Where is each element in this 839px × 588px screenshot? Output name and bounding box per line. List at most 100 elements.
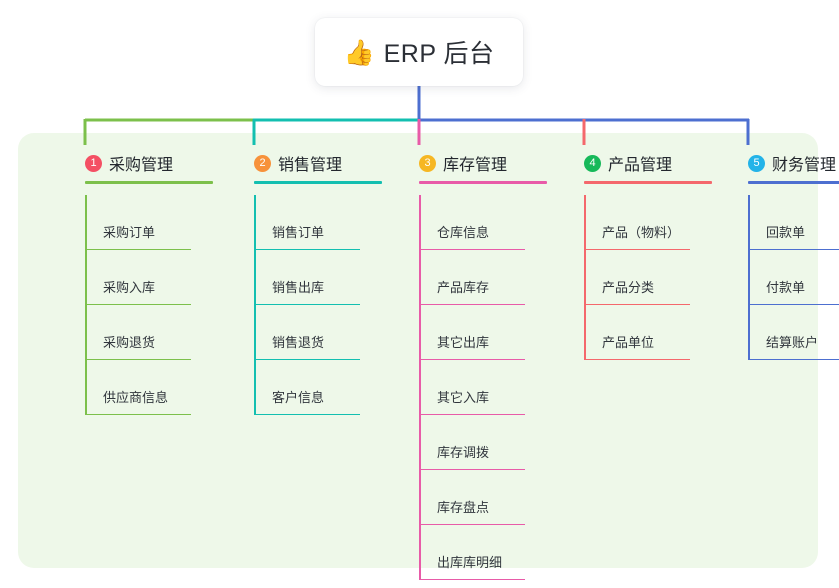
list-item[interactable]: 库存盘点	[401, 470, 561, 525]
list-item-rule	[748, 358, 839, 360]
list-item-rule	[419, 358, 525, 360]
item-connector	[419, 415, 421, 470]
list-item-label: 产品单位	[602, 335, 655, 350]
list-item-rule	[419, 248, 525, 250]
list-item-rule	[584, 303, 690, 305]
item-connector	[85, 195, 87, 250]
item-connector	[419, 250, 421, 305]
item-connector	[748, 305, 750, 360]
list-item-label: 其它出库	[437, 335, 490, 350]
list-item-rule	[254, 248, 360, 250]
columns-panel	[18, 133, 818, 568]
column-销售管理: 2 销售管理销售订单销售出库销售退货客户信息	[236, 145, 396, 415]
list-item-rule	[419, 578, 525, 580]
list-item-rule	[419, 523, 525, 525]
list-item-rule	[254, 413, 360, 415]
list-item-rule	[85, 413, 191, 415]
list-item-rule	[419, 413, 525, 415]
list-item[interactable]: 库存调拨	[401, 415, 561, 470]
column-title: 产品管理	[608, 157, 673, 174]
list-item[interactable]: 付款单	[730, 250, 839, 305]
list-item[interactable]: 产品分类	[566, 250, 726, 305]
root-node[interactable]: 👍 ERP 后台	[315, 18, 523, 86]
column-items: 产品（物料） 产品分类产品单位	[566, 195, 726, 360]
list-item-label: 销售订单	[272, 225, 325, 240]
list-item-rule	[584, 358, 690, 360]
column-产品管理: 4 产品管理产品（物料） 产品分类产品单位	[566, 145, 726, 360]
item-connector	[419, 360, 421, 415]
list-item[interactable]: 客户信息	[236, 360, 396, 415]
column-header-4[interactable]: 4 产品管理	[566, 145, 726, 184]
list-item[interactable]: 采购订单	[67, 195, 227, 250]
item-connector	[748, 250, 750, 305]
column-header-2[interactable]: 2 销售管理	[236, 145, 396, 184]
list-item[interactable]: 产品（物料）	[566, 195, 726, 250]
list-item[interactable]: 其它出库	[401, 305, 561, 360]
column-badge-1: 1	[85, 154, 102, 172]
column-badge-2: 2	[254, 154, 271, 172]
thumbs-up-icon: 👍	[343, 37, 375, 67]
list-item-rule	[254, 303, 360, 305]
column-title: 财务管理	[772, 157, 837, 174]
item-connector	[85, 250, 87, 305]
column-items: 销售订单销售出库销售退货客户信息	[236, 195, 396, 415]
list-item-label: 其它入库	[437, 390, 490, 405]
item-connector	[254, 250, 256, 305]
list-item-label: 仓库信息	[437, 225, 490, 240]
list-item[interactable]: 采购入库	[67, 250, 227, 305]
list-item[interactable]: 回款单	[730, 195, 839, 250]
list-item[interactable]: 销售出库	[236, 250, 396, 305]
column-items: 回款单付款单结算账户	[730, 195, 839, 360]
item-connector	[254, 360, 256, 415]
item-connector	[419, 525, 421, 580]
list-item[interactable]: 产品库存	[401, 250, 561, 305]
list-item-label: 库存盘点	[437, 500, 490, 515]
list-item-label: 产品库存	[437, 280, 490, 295]
column-title: 销售管理	[278, 157, 343, 174]
list-item-label: 供应商信息	[103, 390, 169, 405]
list-item-label: 采购订单	[103, 225, 156, 240]
item-connector	[584, 250, 586, 305]
list-item-label: 采购退货	[103, 335, 156, 350]
list-item[interactable]: 仓库信息	[401, 195, 561, 250]
list-item-label: 产品分类	[602, 280, 655, 295]
item-connector	[748, 195, 750, 250]
list-item-rule	[85, 303, 191, 305]
list-item[interactable]: 销售订单	[236, 195, 396, 250]
list-item[interactable]: 销售退货	[236, 305, 396, 360]
list-item[interactable]: 供应商信息	[67, 360, 227, 415]
list-item[interactable]: 采购退货	[67, 305, 227, 360]
item-connector	[584, 195, 586, 250]
list-item-label: 回款单	[766, 225, 806, 240]
list-item-rule	[85, 358, 191, 360]
list-item[interactable]: 结算账户	[730, 305, 839, 360]
column-badge-4: 4	[584, 154, 601, 172]
list-item-label: 销售退货	[272, 335, 325, 350]
list-item-rule	[85, 248, 191, 250]
column-header-rule	[584, 181, 712, 184]
list-item-label: 结算账户	[766, 335, 819, 350]
list-item-label: 客户信息	[272, 390, 325, 405]
list-item[interactable]: 产品单位	[566, 305, 726, 360]
column-header-rule	[419, 181, 547, 184]
item-connector	[254, 195, 256, 250]
list-item-label: 销售出库	[272, 280, 325, 295]
list-item-rule	[419, 468, 525, 470]
column-header-rule	[254, 181, 382, 184]
page-title: ERP 后台	[383, 40, 495, 68]
list-item-label: 采购入库	[103, 280, 156, 295]
list-item[interactable]: 出库库明细	[401, 525, 561, 580]
list-item-label: 产品（物料）	[602, 225, 681, 240]
list-item[interactable]: 其它入库	[401, 360, 561, 415]
column-title: 库存管理	[443, 157, 508, 174]
item-connector	[419, 195, 421, 250]
list-item-label: 出库库明细	[437, 555, 503, 570]
list-item-label: 付款单	[766, 280, 806, 295]
